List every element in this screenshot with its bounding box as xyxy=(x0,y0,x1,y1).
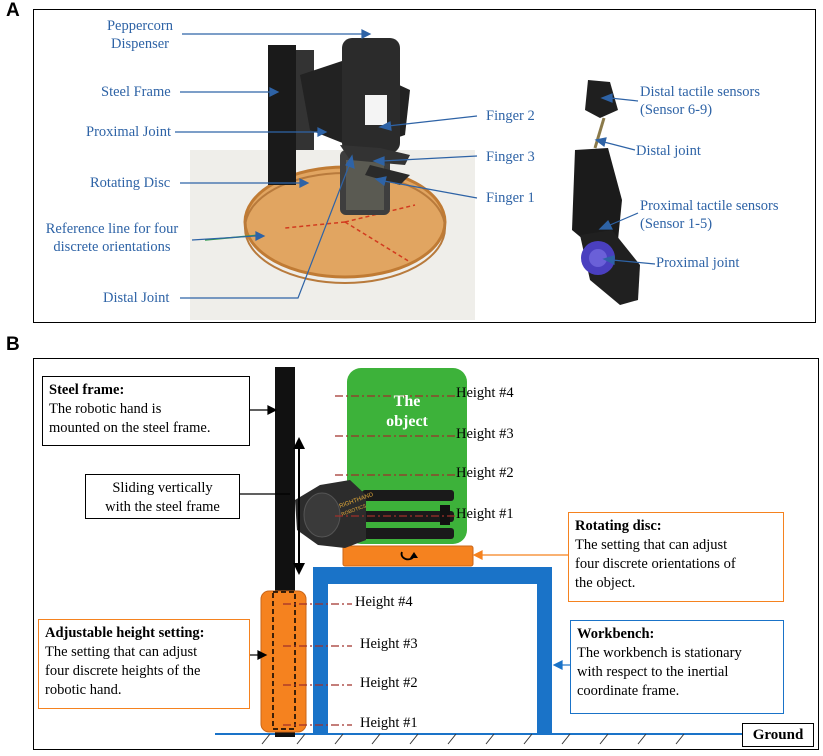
ground-label: Ground xyxy=(742,723,814,747)
object-height-4: Height #4 xyxy=(456,385,514,401)
steel-frame-line-2: mounted on the steel frame. xyxy=(49,420,211,436)
distal-sensors-line-2: (Sensor 6-9) xyxy=(640,102,713,118)
workbench-line-1: The workbench is stationary xyxy=(577,645,742,661)
label-peppercorn-dispenser: Peppercorn Dispenser xyxy=(100,17,180,53)
rotating-disc-line-1: The setting that can adjust xyxy=(575,537,728,553)
label-proximal-joint: Proximal Joint xyxy=(86,124,171,140)
panel-a-frame xyxy=(33,9,816,323)
peppercorn-line-1: Peppercorn xyxy=(106,18,174,34)
panel-b-frame xyxy=(33,358,819,750)
setting-height-3: Height #3 xyxy=(360,636,418,652)
rotating-disc-title: Rotating disc: xyxy=(575,518,662,534)
adjustable-line-2: four discrete heights of the xyxy=(45,663,201,679)
sliding-arrow-icon xyxy=(293,437,305,575)
workbench-title: Workbench: xyxy=(577,626,655,642)
adjustable-height-callout: Adjustable height setting: The setting t… xyxy=(38,619,250,709)
object-label-line-2: object xyxy=(386,413,428,430)
grip-band-top xyxy=(362,490,454,501)
label-rotating-disc: Rotating Disc xyxy=(90,175,171,191)
setting-height-2: Height #2 xyxy=(360,675,418,691)
adjustable-title: Adjustable height setting: xyxy=(45,625,205,641)
adjustable-height-shape xyxy=(260,590,307,733)
disc-mark-2 xyxy=(344,221,411,263)
sliding-callout: Sliding vertically with the steel frame xyxy=(85,474,240,519)
setting-height-1: Height #1 xyxy=(360,715,418,731)
proximal-sensors-line-1: Proximal tactile sensors xyxy=(640,198,779,214)
distal-sensors-line-1: Distal tactile sensors xyxy=(640,84,761,100)
proximal-sensors-line-2: (Sensor 1-5) xyxy=(640,216,713,232)
workbench-shape xyxy=(313,567,552,734)
rotating-disc-callout: Rotating disc: The setting that can adju… xyxy=(568,512,784,602)
object-label-line-1: The xyxy=(393,393,421,410)
label-steel-frame: Steel Frame xyxy=(101,84,171,100)
object-height-2: Height #2 xyxy=(456,465,514,481)
rotating-disc-shape-b xyxy=(342,545,474,567)
steel-frame-title: Steel frame: xyxy=(49,382,125,398)
disc-mark-1 xyxy=(284,221,346,229)
steel-frame-line-1: The robotic hand is xyxy=(49,401,162,417)
label-distal-joint-right: Distal joint xyxy=(636,143,701,159)
adjustable-line-3: robotic hand. xyxy=(45,682,122,698)
steel-frame-photo xyxy=(268,45,296,185)
label-finger-2: Finger 2 xyxy=(486,108,535,124)
finger-closeup-distal xyxy=(585,80,618,118)
grip-band-mid xyxy=(362,511,454,522)
object-height-1: Height #1 xyxy=(456,506,514,522)
grip-band-bottom xyxy=(362,528,454,539)
reference-line-1: Reference line for four xyxy=(45,221,179,237)
label-finger-1: Finger 1 xyxy=(486,190,535,206)
workbench-callout: Workbench: The workbench is stationary w… xyxy=(570,620,784,714)
label-finger-3: Finger 3 xyxy=(486,149,535,165)
panel-a-letter: A xyxy=(6,0,20,21)
peppercorn-line-2: Dispenser xyxy=(111,36,169,52)
workbench-line-3: coordinate frame. xyxy=(577,683,680,699)
object-height-3: Height #3 xyxy=(456,426,514,442)
label-distal-tactile: Distal tactile sensors (Sensor 6-9) xyxy=(640,83,760,119)
finger-closeup-proximal xyxy=(572,148,622,245)
rotating-disc-line-2: four discrete orientations of xyxy=(575,556,736,572)
rotating-disc-line-3: the object. xyxy=(575,575,636,591)
label-reference-line: Reference line for four discrete orienta… xyxy=(37,220,187,256)
sliding-line-2: with the steel frame xyxy=(105,499,220,515)
reference-line-2: discrete orientations xyxy=(53,239,171,255)
object-label: The object xyxy=(347,392,467,432)
adjustable-line-1: The setting that can adjust xyxy=(45,644,198,660)
label-proximal-tactile: Proximal tactile sensors (Sensor 1-5) xyxy=(640,197,779,233)
sliding-line-1: Sliding vertically xyxy=(112,480,213,496)
workbench-line-2: with respect to the inertial xyxy=(577,664,729,680)
steel-frame-callout: Steel frame: The robotic hand is mounted… xyxy=(42,376,250,446)
label-distal-joint: Distal Joint xyxy=(103,290,170,306)
label-proximal-joint-right: Proximal joint xyxy=(656,255,740,271)
panel-b-letter: B xyxy=(6,334,20,355)
setting-height-4: Height #4 xyxy=(355,594,413,610)
